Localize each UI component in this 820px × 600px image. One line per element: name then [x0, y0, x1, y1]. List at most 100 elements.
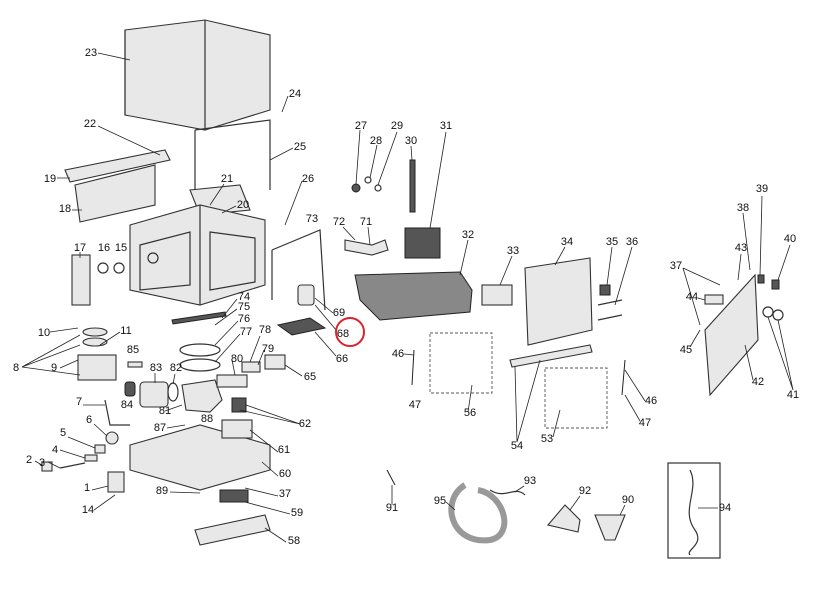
callout-label: 53: [541, 433, 553, 445]
part-base-60: [129, 424, 271, 491]
part-ring-16: [97, 262, 109, 274]
part-41: [762, 306, 774, 318]
callout-label: 35: [606, 236, 618, 248]
callout-label: 4: [52, 444, 58, 456]
part-78: [241, 361, 261, 373]
callout-label: 33: [507, 245, 519, 257]
part-44: [704, 294, 724, 305]
part-65: [264, 354, 286, 370]
callout-label: 81: [159, 405, 171, 417]
callout-label: 47: [639, 417, 651, 429]
callout-label: 20: [237, 199, 249, 211]
part-90: [594, 514, 626, 541]
callout-label: 1: [84, 482, 90, 494]
part-hose-95: [448, 482, 508, 544]
callout-label: 91: [386, 502, 398, 514]
callout-label: 95: [434, 495, 446, 507]
callout-label: 43: [735, 242, 747, 254]
part-4: [84, 454, 98, 462]
part-33: [481, 284, 513, 306]
part-82: [167, 382, 179, 402]
callout-label: 89: [156, 485, 168, 497]
part-59: [219, 489, 249, 503]
callout-label: 87: [154, 422, 166, 434]
callout-label: 16: [98, 242, 110, 254]
callout-label: 54: [511, 440, 523, 452]
part-tub: [129, 204, 266, 306]
callout-label: 18: [59, 203, 71, 215]
part-door-outer-42: [704, 273, 759, 397]
callout-label: 90: [622, 494, 634, 506]
part-76: [179, 343, 221, 357]
callout-label: 19: [44, 173, 56, 185]
callout-label: 8: [13, 362, 19, 374]
callout-label: 34: [561, 236, 573, 248]
callout-label: 37: [670, 260, 682, 272]
callout-label: 2: [26, 454, 32, 466]
callout-label: 77: [240, 326, 252, 338]
part-motor-83: [139, 381, 169, 408]
part-frame: [194, 119, 271, 200]
part-30: [409, 159, 416, 213]
callout-label: 58: [288, 535, 300, 547]
part-spring-46-left: [411, 349, 415, 386]
part-6: [105, 431, 119, 445]
part-5: [94, 444, 106, 454]
part-7: [104, 399, 130, 426]
callout-label: 88: [201, 413, 213, 425]
part-29: [374, 184, 382, 192]
callout-label: 22: [84, 118, 96, 130]
part-harness-94: [688, 469, 699, 556]
part-27: [351, 183, 361, 193]
part-side-panel: [64, 149, 171, 223]
part-61: [221, 419, 253, 439]
callout-label: 74: [238, 291, 250, 303]
part-31-cutlery-basket: [404, 227, 441, 259]
callout-label: 46: [392, 348, 404, 360]
callout-label: 5: [60, 427, 66, 439]
callout-label: 10: [38, 327, 50, 339]
part-58: [194, 514, 271, 546]
part-sump: [77, 327, 117, 381]
callout-label: 39: [756, 183, 768, 195]
callout-label: 37: [279, 488, 291, 500]
callout-label: 26: [302, 173, 314, 185]
part-92: [546, 504, 581, 533]
callout-label: 36: [626, 236, 638, 248]
callout-label: 17: [74, 242, 86, 254]
highlight-circle-68: [335, 317, 365, 347]
part-rack-32: [354, 271, 473, 321]
part-72-71: [344, 239, 389, 256]
part-91: [386, 469, 396, 486]
part-1: [107, 471, 125, 493]
callout-label: 44: [686, 291, 698, 303]
callout-label: 60: [279, 468, 291, 480]
callout-label: 32: [462, 229, 474, 241]
callout-label: 92: [579, 485, 591, 497]
callout-label: 47: [409, 399, 421, 411]
part-spray-arm: [171, 311, 227, 325]
callout-label: 21: [221, 173, 233, 185]
callout-label: 45: [680, 344, 692, 356]
part-2: [41, 461, 53, 472]
callout-label: 83: [150, 362, 162, 374]
part-69: [297, 284, 315, 306]
callout-label: 93: [524, 475, 536, 487]
part-39: [757, 274, 765, 284]
callout-label: 11: [120, 325, 131, 337]
part-77: [179, 358, 221, 372]
part-28: [364, 176, 372, 184]
callout-label: 29: [391, 120, 403, 132]
callout-label: 9: [51, 362, 57, 374]
part-62: [231, 397, 247, 413]
part-36: [597, 299, 623, 321]
part-filter-66: [276, 317, 327, 336]
callout-label: 41: [787, 389, 799, 401]
callout-label: 6: [86, 414, 92, 426]
callout-label: 73: [306, 213, 318, 225]
callout-label: 71: [360, 216, 372, 228]
callout-label: 85: [127, 344, 139, 356]
callout-label: 84: [121, 399, 133, 411]
part-pump-81: [181, 379, 223, 413]
